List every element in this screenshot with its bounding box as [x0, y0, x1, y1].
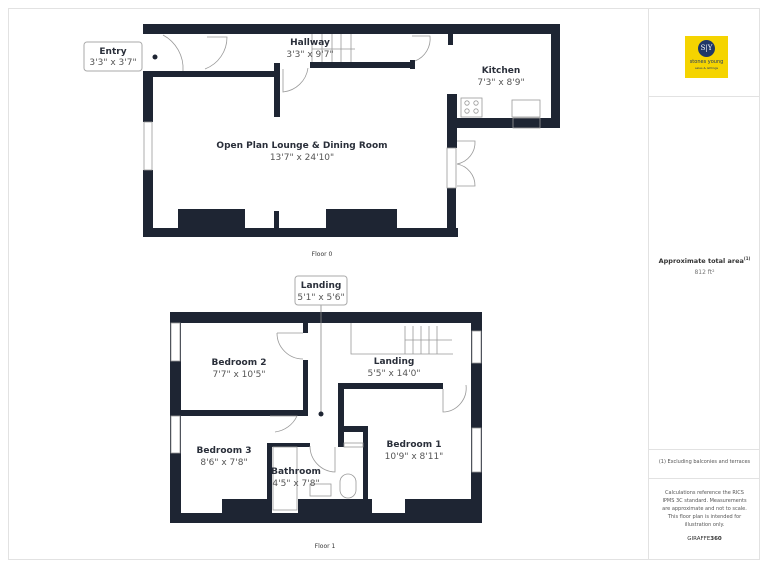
- floor-1-fixtures: [270, 323, 467, 511]
- room-label-bathroom: Bathroom: [271, 467, 321, 477]
- credit-prefix: GIRAFFE: [687, 536, 711, 542]
- room-label-bedroom-3: Bedroom 3: [197, 446, 252, 456]
- room-size-bedroom-1: 10'9" x 8'11": [385, 452, 444, 462]
- logo-monogram: S|Y: [698, 40, 715, 57]
- giraffe360-credit: GIRAFFE360: [649, 536, 760, 542]
- entry-callout-box: [83, 41, 143, 72]
- footnote: (1) Excluding balconies and terraces: [658, 459, 751, 465]
- room-label-bedroom-1: Bedroom 1: [387, 440, 442, 450]
- divider: [649, 478, 760, 479]
- entry-callout-dot: [152, 54, 158, 60]
- disclaimer: Calculations reference the RICS IPMS 3C …: [662, 490, 747, 528]
- brand-logo: S|Y stones young sales & lettings: [685, 36, 728, 78]
- room-size-entry: 3'3" x 3'7": [89, 58, 136, 68]
- total-area-superscript: (1): [743, 256, 751, 261]
- logo-name: stones young: [689, 59, 724, 65]
- floor-1-walls: [170, 312, 482, 523]
- room-size-bedroom-3: 8'6" x 7'8": [200, 458, 247, 468]
- total-area-value: 812 ft²: [694, 269, 715, 276]
- landing-callout-dot: [318, 411, 324, 417]
- room-label-bedroom-2: Bedroom 2: [212, 358, 267, 368]
- total-area-title: Approximate total area(1): [649, 256, 760, 265]
- room-size-landing: 5'5" x 14'0": [368, 369, 421, 379]
- total-area-title-text: Approximate total area: [658, 257, 744, 266]
- room-label-lounge: Open Plan Lounge & Dining Room: [216, 141, 387, 151]
- floor-0-walls: [143, 24, 560, 237]
- room-label-entry: Entry: [99, 47, 126, 57]
- divider: [649, 96, 760, 97]
- page-frame: [8, 8, 760, 560]
- room-label-landing: Landing: [374, 357, 415, 367]
- room-size-hallway: 3'3" x 9'7": [286, 50, 333, 60]
- room-label-landing-small: Landing: [301, 281, 342, 291]
- divider: [649, 449, 760, 450]
- room-size-kitchen: 7'3" x 8'9": [477, 78, 524, 88]
- info-sidebar: S|Y stones young sales & lettings Approx…: [648, 9, 760, 559]
- logo-tagline: sales & lettings: [694, 66, 719, 70]
- room-label-hallway: Hallway: [290, 38, 330, 48]
- landing-callout-box: [294, 275, 348, 306]
- credit-suffix: 360: [710, 536, 722, 542]
- floor-0-label: Floor 0: [312, 251, 333, 258]
- room-size-landing-small: 5'1" x 5'6": [297, 293, 344, 303]
- room-size-bathroom: 4'5" x 7'8": [272, 479, 319, 489]
- floor-1-label: Floor 1: [315, 543, 336, 550]
- room-label-kitchen: Kitchen: [482, 66, 521, 76]
- floor-0-fixtures: [143, 34, 541, 189]
- floor-1-windows: [170, 322, 482, 473]
- room-size-bedroom-2: 7'7" x 10'5": [213, 370, 266, 380]
- room-size-lounge: 13'7" x 24'10": [270, 153, 334, 163]
